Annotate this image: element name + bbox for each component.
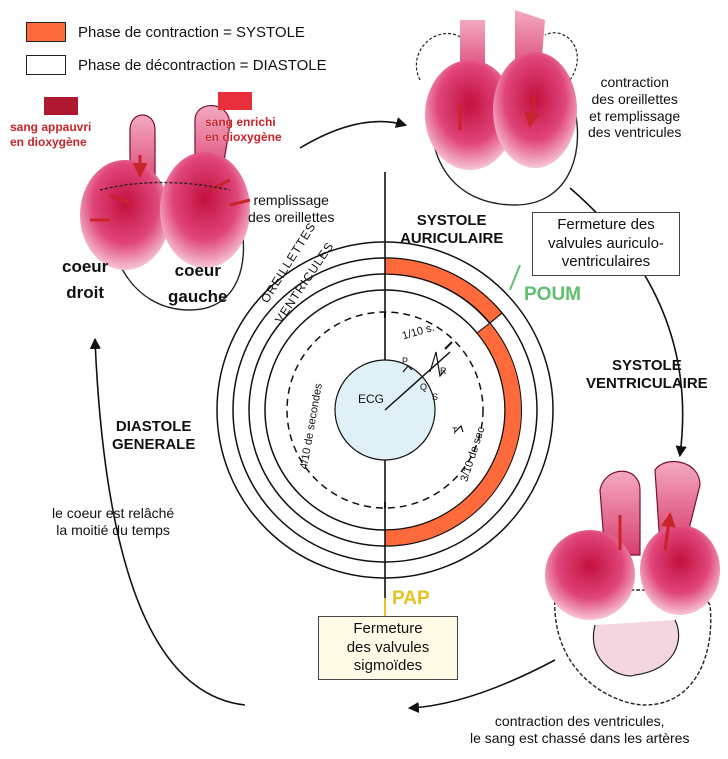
box-fermeture-sigmoides: Fermeture des valvules sigmoïdes (318, 616, 458, 680)
label-diastole-generale: DIASTOLE GENERALE (112, 418, 195, 454)
label-sang-enrichi: sang enrichi en dioxygène (205, 115, 282, 145)
label-coeur-gauche: coeur gauche (168, 258, 228, 311)
box-fermeture-av: Fermeture des valvules auriculo- ventric… (532, 212, 680, 276)
legend-swatch-diastole (26, 55, 66, 75)
cycle-arrow-top (300, 122, 405, 148)
label-sang-appauvri: sang appauvri en dioxygène (10, 120, 91, 150)
label-coeur-relache: le coeur est relâché la moitié du temps (52, 505, 174, 539)
label-coeur-droit: coeur droit (62, 254, 108, 307)
caption-remplissage-oreillettes: remplissage des oreillettes (248, 192, 334, 226)
caption-contraction-oreillettes: contraction des oreillettes et remplissa… (588, 74, 681, 141)
label-systole-auriculaire: SYSTOLE AURICULAIRE (400, 212, 503, 248)
ecg-wave-t: T (452, 426, 458, 437)
deoxy-swatch (44, 97, 78, 115)
legend-swatch-systole (26, 22, 66, 42)
caption-contraction-ventricules: contraction des ventricules, le sang est… (470, 713, 689, 747)
legend-systole-label: Phase de contraction = SYSTOLE (78, 24, 305, 42)
legend-diastole-label: Phase de décontraction = DIASTOLE (78, 57, 327, 75)
sound-poum: POUM (524, 284, 581, 307)
ecg-wave-p: P (402, 356, 408, 367)
heart-top-right (416, 10, 577, 205)
ecg-wave-r: R (440, 366, 447, 377)
heart-bottom-right (545, 462, 720, 705)
oxy-swatch (218, 92, 252, 110)
ecg-wave-s: S (432, 392, 438, 403)
label-systole-ventriculaire: SYSTOLE VENTRICULAIRE (586, 357, 708, 393)
ecg-label: ECG (358, 392, 384, 406)
systole-auriculaire-arc (385, 258, 502, 323)
ecg-wave-q: Q (420, 382, 427, 393)
sound-pap: PAP (392, 588, 430, 611)
